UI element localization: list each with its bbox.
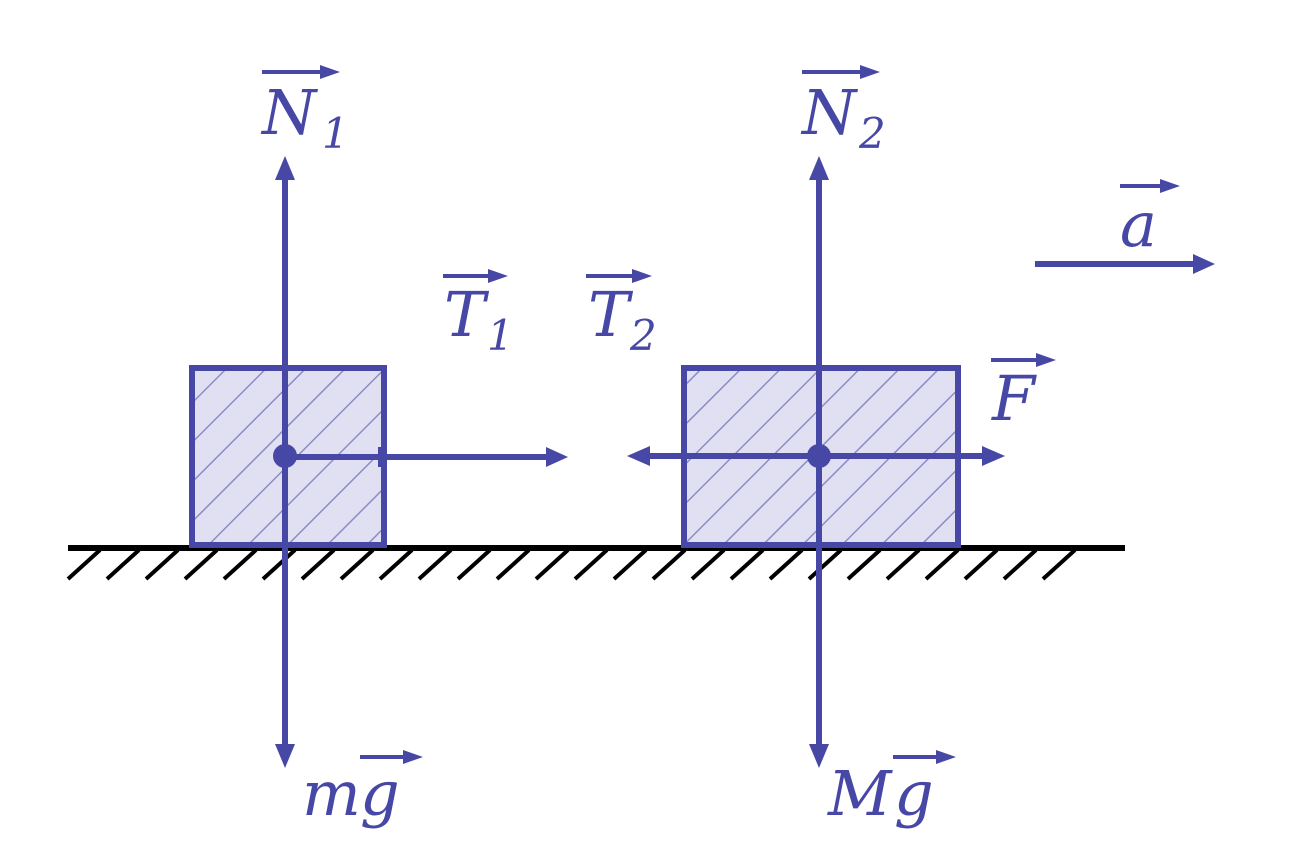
label-a-main: a: [1120, 188, 1157, 261]
label-n1-sub: 1: [322, 109, 349, 158]
vector-arrow-icon: [586, 269, 652, 283]
vector-arrow-icon: [443, 269, 508, 283]
vector-arrow-icon: [360, 750, 423, 764]
label-t1: T 1: [443, 269, 514, 360]
ground-hatch-stroke: [651, 548, 687, 581]
label-t2-main: T: [588, 278, 634, 351]
arrow-t1: [285, 447, 568, 467]
ground-hatch-stroke: [66, 548, 102, 581]
label-t1-sub: 1: [487, 311, 514, 360]
ground-hatch-stroke: [573, 548, 609, 581]
ground-hatch-stroke: [807, 548, 843, 581]
label-a: a: [1120, 179, 1180, 261]
arrow-f: [819, 446, 1005, 466]
ground-hatch-stroke: [690, 548, 726, 581]
ground-hatch-stroke: [612, 548, 648, 581]
arrow-Mg: [809, 456, 829, 768]
ground-hatch-stroke: [729, 548, 765, 581]
ground-hatch-stroke: [183, 548, 219, 581]
ground-hatch-stroke: [495, 548, 531, 581]
vector-arrow-icon: [262, 65, 340, 79]
label-n2: N 2: [800, 65, 886, 158]
arrow-mg: [275, 456, 295, 768]
ground-hatch-stroke: [300, 548, 336, 581]
ground-hatch-stroke: [924, 548, 960, 581]
ground-hatch-stroke: [339, 548, 375, 581]
label-t2: T 2: [586, 269, 657, 360]
ground-hatch-stroke: [222, 548, 258, 581]
label-n2-sub: 2: [858, 109, 886, 158]
ground-hatch-stroke: [885, 548, 921, 581]
ground-hatch-stroke: [261, 548, 297, 581]
arrow-n1: [275, 156, 295, 456]
label-Mg-coef: M: [827, 757, 893, 830]
ground-hatch-stroke: [417, 548, 453, 581]
label-mg-vec: g: [360, 757, 400, 830]
ground-hatch-stroke: [963, 548, 999, 581]
ground-hatch-stroke: [456, 548, 492, 581]
ground-hatch-stroke: [768, 548, 804, 581]
ground-hatch-stroke: [1041, 548, 1077, 581]
arrow-a: [1035, 254, 1215, 274]
label-mg: m g: [302, 750, 423, 830]
label-t1-main: T: [444, 278, 490, 351]
vector-arrow-icon: [893, 750, 956, 764]
label-f: F: [991, 353, 1056, 435]
arrow-t2: [627, 446, 819, 466]
vector-arrow-icon: [991, 353, 1056, 367]
ground-hatch-stroke: [378, 548, 414, 581]
ground-hatching: [66, 548, 1077, 581]
ground: [66, 545, 1125, 581]
center-dot-m: [273, 444, 297, 468]
label-t2-sub: 2: [629, 311, 657, 360]
label-Mg: M g: [827, 750, 956, 830]
center-dot-M: [807, 444, 831, 468]
label-n1: N 1: [260, 65, 349, 158]
ground-hatch-stroke: [1002, 548, 1038, 581]
label-f-main: F: [991, 362, 1037, 435]
label-n2-main: N: [800, 76, 859, 149]
label-mg-coef: m: [302, 757, 361, 830]
vector-arrow-icon: [802, 65, 880, 79]
label-n1-main: N: [260, 76, 319, 149]
arrow-n2: [809, 156, 829, 456]
ground-hatch-stroke: [105, 548, 141, 581]
ground-hatch-stroke: [846, 548, 882, 581]
ground-hatch-stroke: [144, 548, 180, 581]
ground-hatch-stroke: [534, 548, 570, 581]
label-Mg-vec: g: [894, 757, 934, 830]
vector-arrow-icon: [1120, 179, 1180, 193]
